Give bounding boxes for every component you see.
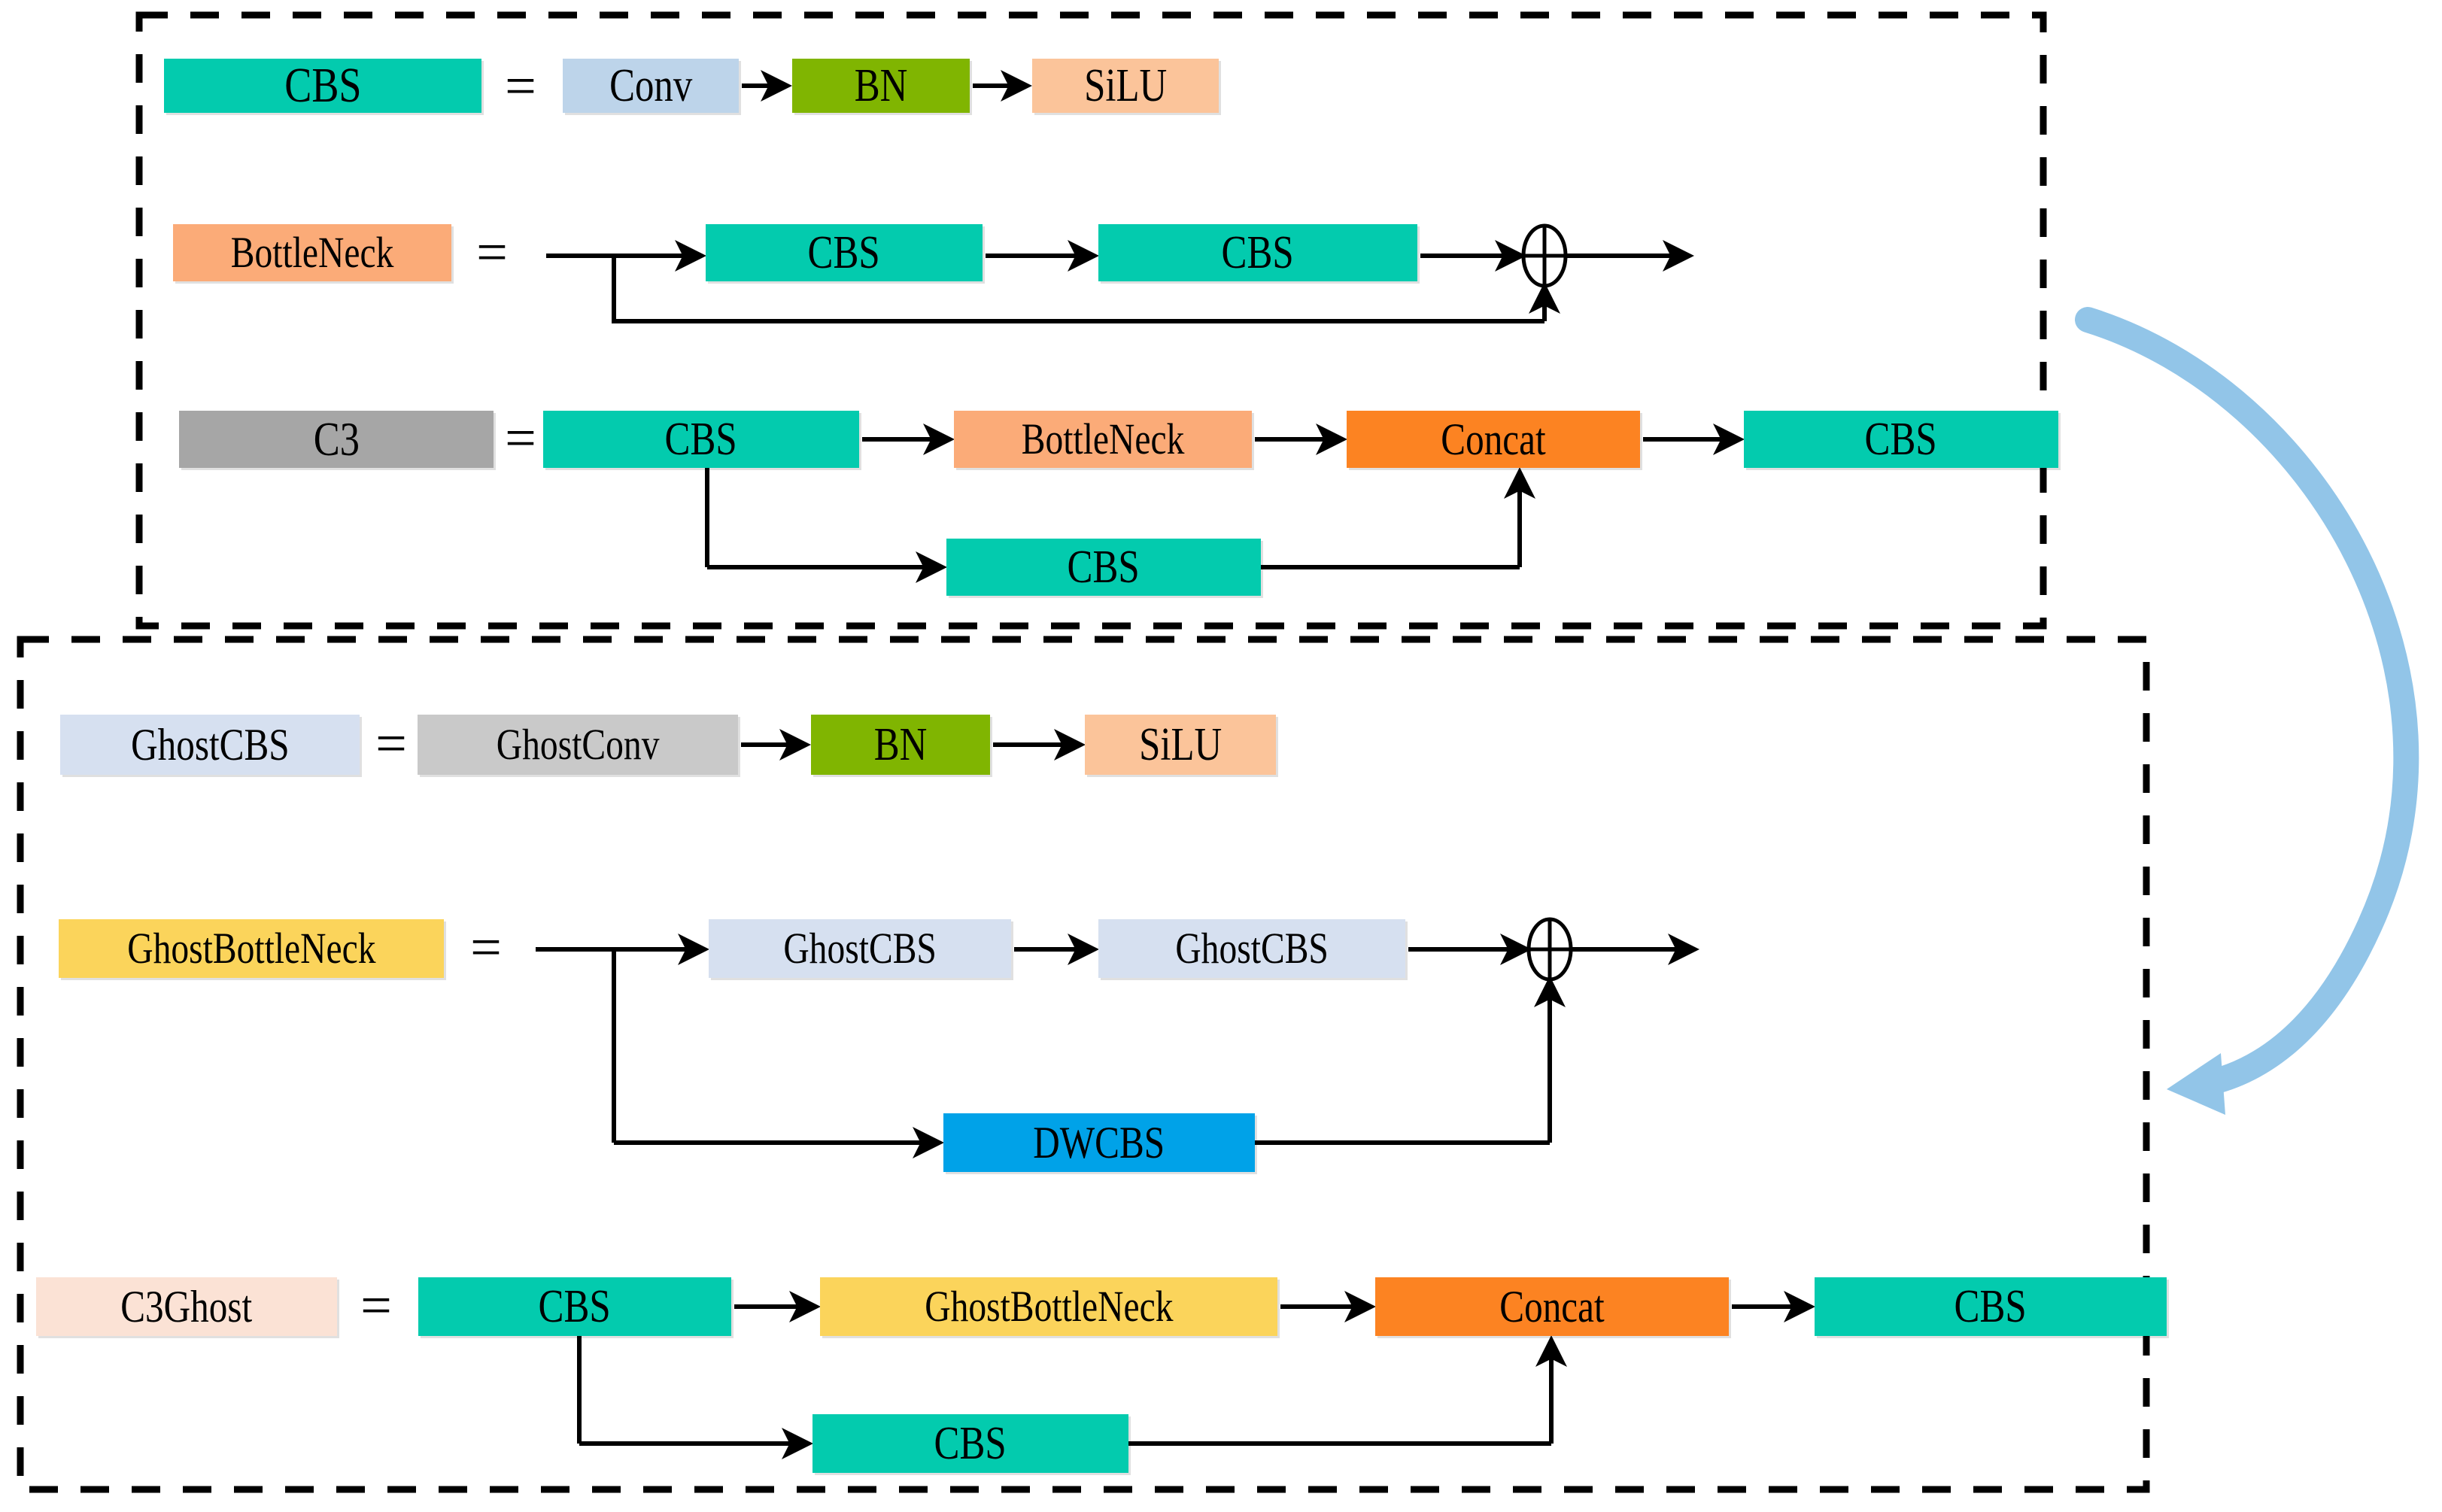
block-silu[interactable]: SiLU [1032,59,1219,113]
adder-glyphs [1521,223,1573,982]
block-c3g-cbs-bottom[interactable]: CBS [812,1414,1128,1473]
eq-c3ghost: = [354,1275,399,1337]
block-label: Concat [1499,1282,1605,1331]
block-c3-bottleneck[interactable]: BottleNeck [954,411,1252,468]
block-label: C3 [313,412,360,466]
block-c3-cbs-top[interactable]: CBS [543,411,859,468]
block-c3g-ghostbottleneck[interactable]: GhostBottleNeck [820,1277,1277,1336]
baseline-to-ghost-arrow [2075,307,2419,1098]
eq-ghostcbs: = [369,713,414,775]
ghost-panel-border [17,636,2150,1493]
block-label: GhostCBS [130,720,290,770]
block-label: Concat [1441,414,1546,464]
block-c3ghost-lhs[interactable]: C3Ghost [36,1277,337,1336]
block-c3g-cbs-top[interactable]: CBS [418,1277,731,1336]
block-c3-concat[interactable]: Concat [1347,411,1640,468]
block-label: CBS [538,1281,612,1332]
block-c3-lhs[interactable]: C3 [179,411,494,468]
eq-ghostbottleneck: = [463,917,509,979]
block-conv[interactable]: Conv [563,59,739,113]
block-cbs-lhs[interactable]: CBS [164,59,481,113]
block-bn-cbs-2[interactable]: CBS [1098,224,1417,281]
equals-label: = [505,407,536,469]
block-ghost-bn[interactable]: BN [811,715,990,775]
block-label: BottleNeck [230,228,394,277]
block-dwcbs[interactable]: DWCBS [943,1113,1255,1172]
equals-label: = [476,221,508,284]
block-label: BottleNeck [1021,414,1185,463]
block-label: CBS [1954,1281,2027,1332]
block-c3g-cbs-out[interactable]: CBS [1815,1277,2167,1336]
block-c3g-concat[interactable]: Concat [1375,1277,1729,1336]
block-label: C3Ghost [120,1282,253,1331]
block-label: GhostCBS [1175,924,1329,973]
block-label: GhostCBS [783,924,937,973]
block-label: GhostConv [496,720,660,769]
block-label: SiLU [1138,719,1223,770]
eq-bottleneck: = [469,222,515,284]
block-label: CBS [807,227,881,278]
block-c3-cbs-out[interactable]: CBS [1744,411,2058,468]
block-label: BN [873,719,928,770]
block-label: CBS [1864,414,1938,465]
block-label: CBS [1067,542,1141,593]
block-bottleneck-lhs[interactable]: BottleNeck [173,224,451,281]
block-ghostconv[interactable]: GhostConv [418,715,738,775]
block-label: CBS [664,414,738,465]
block-label: DWCBS [1033,1118,1165,1167]
block-label: BN [854,60,908,111]
eq-cbs: = [498,56,543,117]
block-c3-cbs-bottom[interactable]: CBS [946,539,1261,596]
eq-c3: = [498,408,543,469]
block-label: SiLU [1083,60,1168,111]
baseline-panel-border [135,11,2047,630]
equals-label: = [505,55,536,117]
baseline-to-ghost-arrowhead [2167,1053,2225,1115]
block-label: Conv [609,60,693,111]
block-ghostbottleneck-lhs[interactable]: GhostBottleNeck [59,919,444,978]
block-label: GhostBottleNeck [126,924,376,973]
equals-label: = [375,712,407,775]
block-ghost-silu[interactable]: SiLU [1085,715,1276,775]
block-label: CBS [284,58,362,113]
block-bn[interactable]: BN [792,59,970,113]
block-gbn-ghostcbs-2[interactable]: GhostCBS [1098,919,1405,978]
block-ghostcbs-lhs[interactable]: GhostCBS [60,715,360,775]
block-label: GhostBottleNeck [924,1282,1174,1331]
block-label: CBS [1221,227,1295,278]
block-bn-cbs-1[interactable]: CBS [706,224,983,281]
line-bn-skip [612,256,1544,323]
block-label: CBS [934,1418,1007,1469]
equals-label: = [360,1274,392,1337]
equals-label: = [470,916,502,979]
block-gbn-ghostcbs-1[interactable]: GhostCBS [709,919,1011,978]
